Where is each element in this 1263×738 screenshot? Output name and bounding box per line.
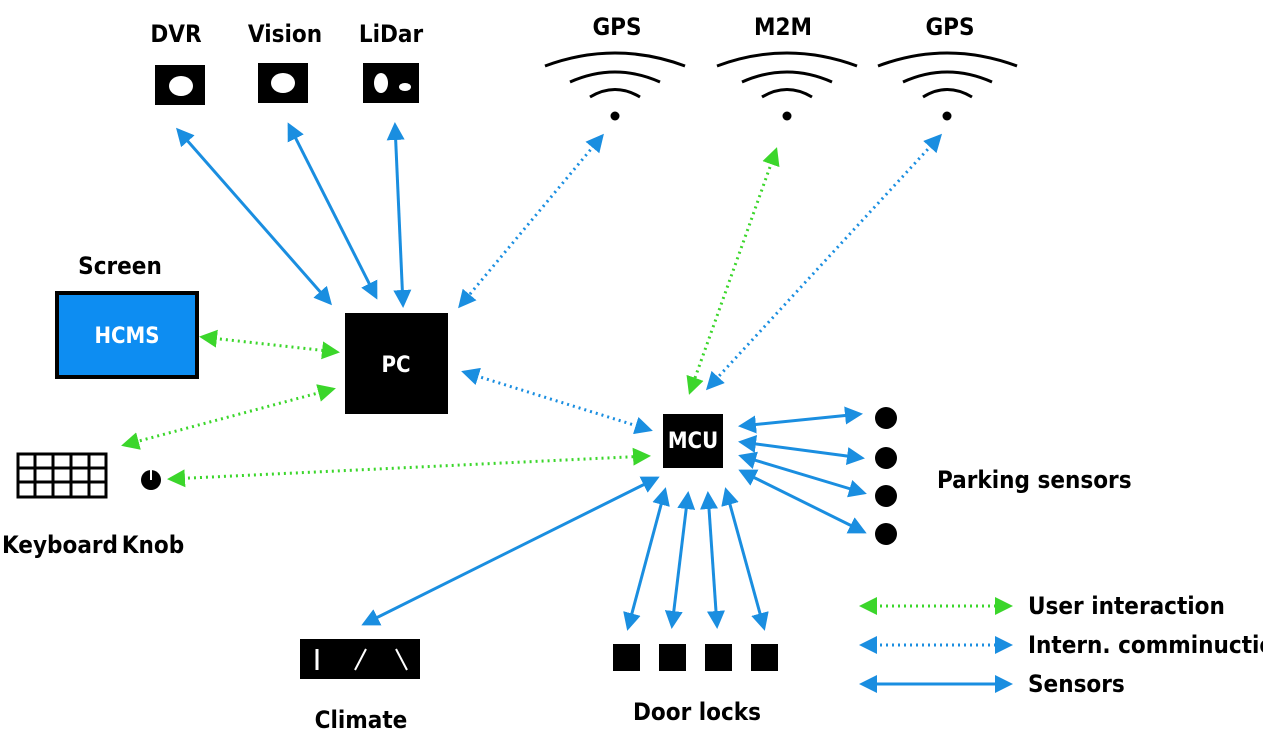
door-lock-square [613, 644, 640, 671]
m2m-antenna-icon [716, 51, 858, 121]
mcu-parking-link [738, 451, 867, 498]
gps-antenna-icon-1 [544, 51, 686, 121]
mcu-box [663, 414, 723, 468]
lidar-sensor-icon [363, 63, 419, 103]
gps-mcu-link [705, 133, 943, 391]
legend-user-label: User interaction [1028, 592, 1225, 620]
vision-label: Vision [248, 20, 322, 48]
dvr-camera-icon [155, 65, 205, 105]
m2m-label: M2M [754, 13, 812, 41]
parking-sensor-dot [875, 485, 897, 507]
vision-camera-icon [258, 63, 308, 103]
hcms-pc-link [199, 329, 340, 360]
hcms-screen [55, 291, 199, 379]
knob-mcu-link [167, 447, 651, 488]
lidar-label: LiDar [359, 20, 424, 48]
knob-label: Knob [122, 531, 184, 559]
lidar-pc-link [386, 122, 412, 308]
parking-sensors-label: Parking sensors [937, 466, 1132, 494]
mcu-parking-link [738, 406, 863, 434]
door-lock-square [659, 644, 686, 671]
knob-icon [141, 469, 161, 490]
gps-label-2: GPS [925, 13, 974, 41]
parking-sensor-dot [875, 407, 897, 429]
mcu-label: MCU [668, 429, 718, 454]
door-lock-square [705, 644, 732, 671]
door-lock-square [751, 644, 778, 671]
user-links [121, 147, 780, 488]
mcu-parking-link [738, 435, 865, 465]
legend-sensors-label: Sensors [1028, 670, 1125, 698]
screen-label: Screen [78, 252, 162, 280]
pc-box [345, 313, 448, 414]
pc-label: PC [381, 353, 410, 378]
door-locks-label: Door locks [633, 698, 761, 726]
gps-label-1: GPS [592, 13, 641, 41]
pc-keyboard-link [121, 384, 336, 450]
sensor-links [176, 122, 867, 631]
gps-pc-link [458, 133, 604, 309]
keyboard-label: Keyboard [2, 531, 118, 559]
mcu-doorlock-link [623, 487, 670, 631]
legend-intern-label: Intern. comminuction [1028, 631, 1263, 659]
internal-links [458, 133, 943, 435]
pc-mcu-link [461, 367, 653, 435]
mcu-doorlock-link [700, 491, 725, 629]
climate-label: Climate [315, 706, 408, 733]
hcms-label: HCMS [94, 324, 159, 349]
m2m-mcu-link [686, 147, 780, 395]
parking-sensor-dot [875, 523, 897, 545]
dvr-pc-link [176, 127, 332, 306]
keyboard-icon [16, 452, 108, 499]
climate-panel-icon [300, 639, 420, 679]
mcu-parking-link [738, 469, 867, 534]
mcu-doorlock-link [664, 491, 696, 629]
legend: User interaction Intern. comminuction Se… [859, 592, 1263, 698]
vision-pc-link [287, 122, 378, 300]
gps-antenna-icon-2 [877, 51, 1018, 121]
mcu-doorlock-link [721, 487, 769, 631]
dvr-label: DVR [150, 20, 202, 48]
parking-sensor-dot [875, 447, 897, 469]
mcu-climate-link [361, 476, 660, 626]
